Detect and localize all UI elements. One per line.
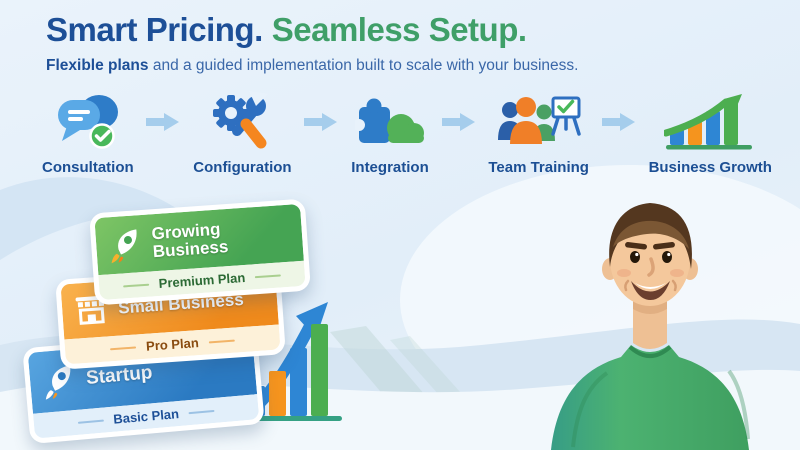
right-arrow-icon bbox=[600, 90, 638, 154]
process-flow: Consultation bbox=[42, 90, 772, 176]
rocket-icon bbox=[111, 228, 137, 263]
chat-bubbles-check-icon bbox=[57, 95, 118, 149]
subtitle-rest: and a guided implementation built to sca… bbox=[148, 57, 579, 75]
team-whiteboard-icon bbox=[497, 96, 581, 144]
puzzle-cloud-icon bbox=[354, 98, 424, 143]
title-secondary: Seamless Setup. bbox=[271, 11, 527, 48]
page-title: Smart Pricing.Seamless Setup. bbox=[46, 11, 578, 48]
plan-tier: Pro Plan bbox=[145, 335, 200, 354]
step-label: Consultation bbox=[42, 159, 134, 176]
plan-card-startup: Startup Basic Plan bbox=[22, 327, 265, 445]
plan-card-growing-business: Growing Business Premium Plan bbox=[89, 198, 311, 306]
step-configuration: Configuration bbox=[193, 90, 292, 176]
plan-tier: Premium Plan bbox=[158, 269, 246, 291]
header: Smart Pricing.Seamless Setup. Flexible p… bbox=[46, 11, 578, 75]
title-primary: Smart Pricing. bbox=[46, 11, 263, 48]
step-integration: Integration bbox=[351, 90, 429, 176]
smiling-man-green-tshirt-icon bbox=[551, 203, 750, 450]
dash bbox=[208, 339, 235, 343]
growth-bars-arrow-icon bbox=[664, 94, 753, 150]
dash bbox=[188, 409, 215, 414]
dash bbox=[122, 283, 149, 287]
step-label: Business Growth bbox=[648, 159, 772, 176]
subtitle: Flexible plans and a guided implementati… bbox=[46, 57, 578, 75]
right-arrow-icon bbox=[302, 90, 340, 154]
step-label: Configuration bbox=[193, 159, 292, 176]
right-arrow-icon bbox=[440, 90, 478, 154]
gear-wrench-icon bbox=[213, 91, 269, 149]
step-label: Team Training bbox=[488, 159, 589, 176]
step-team-training: Team Training bbox=[488, 90, 589, 176]
plan-name: Growing Business bbox=[150, 219, 229, 261]
step-business-growth: Business Growth bbox=[649, 90, 772, 176]
dash bbox=[77, 419, 104, 424]
step-consultation: Consultation bbox=[42, 90, 134, 176]
right-arrow-icon bbox=[144, 90, 182, 154]
dash bbox=[110, 345, 137, 350]
man-illustration bbox=[535, 195, 800, 450]
step-label: Integration bbox=[351, 159, 429, 176]
dash bbox=[255, 273, 282, 278]
plan-tier: Basic Plan bbox=[112, 406, 180, 427]
rocket-icon bbox=[45, 364, 71, 400]
subtitle-emphasis: Flexible plans bbox=[46, 57, 149, 75]
